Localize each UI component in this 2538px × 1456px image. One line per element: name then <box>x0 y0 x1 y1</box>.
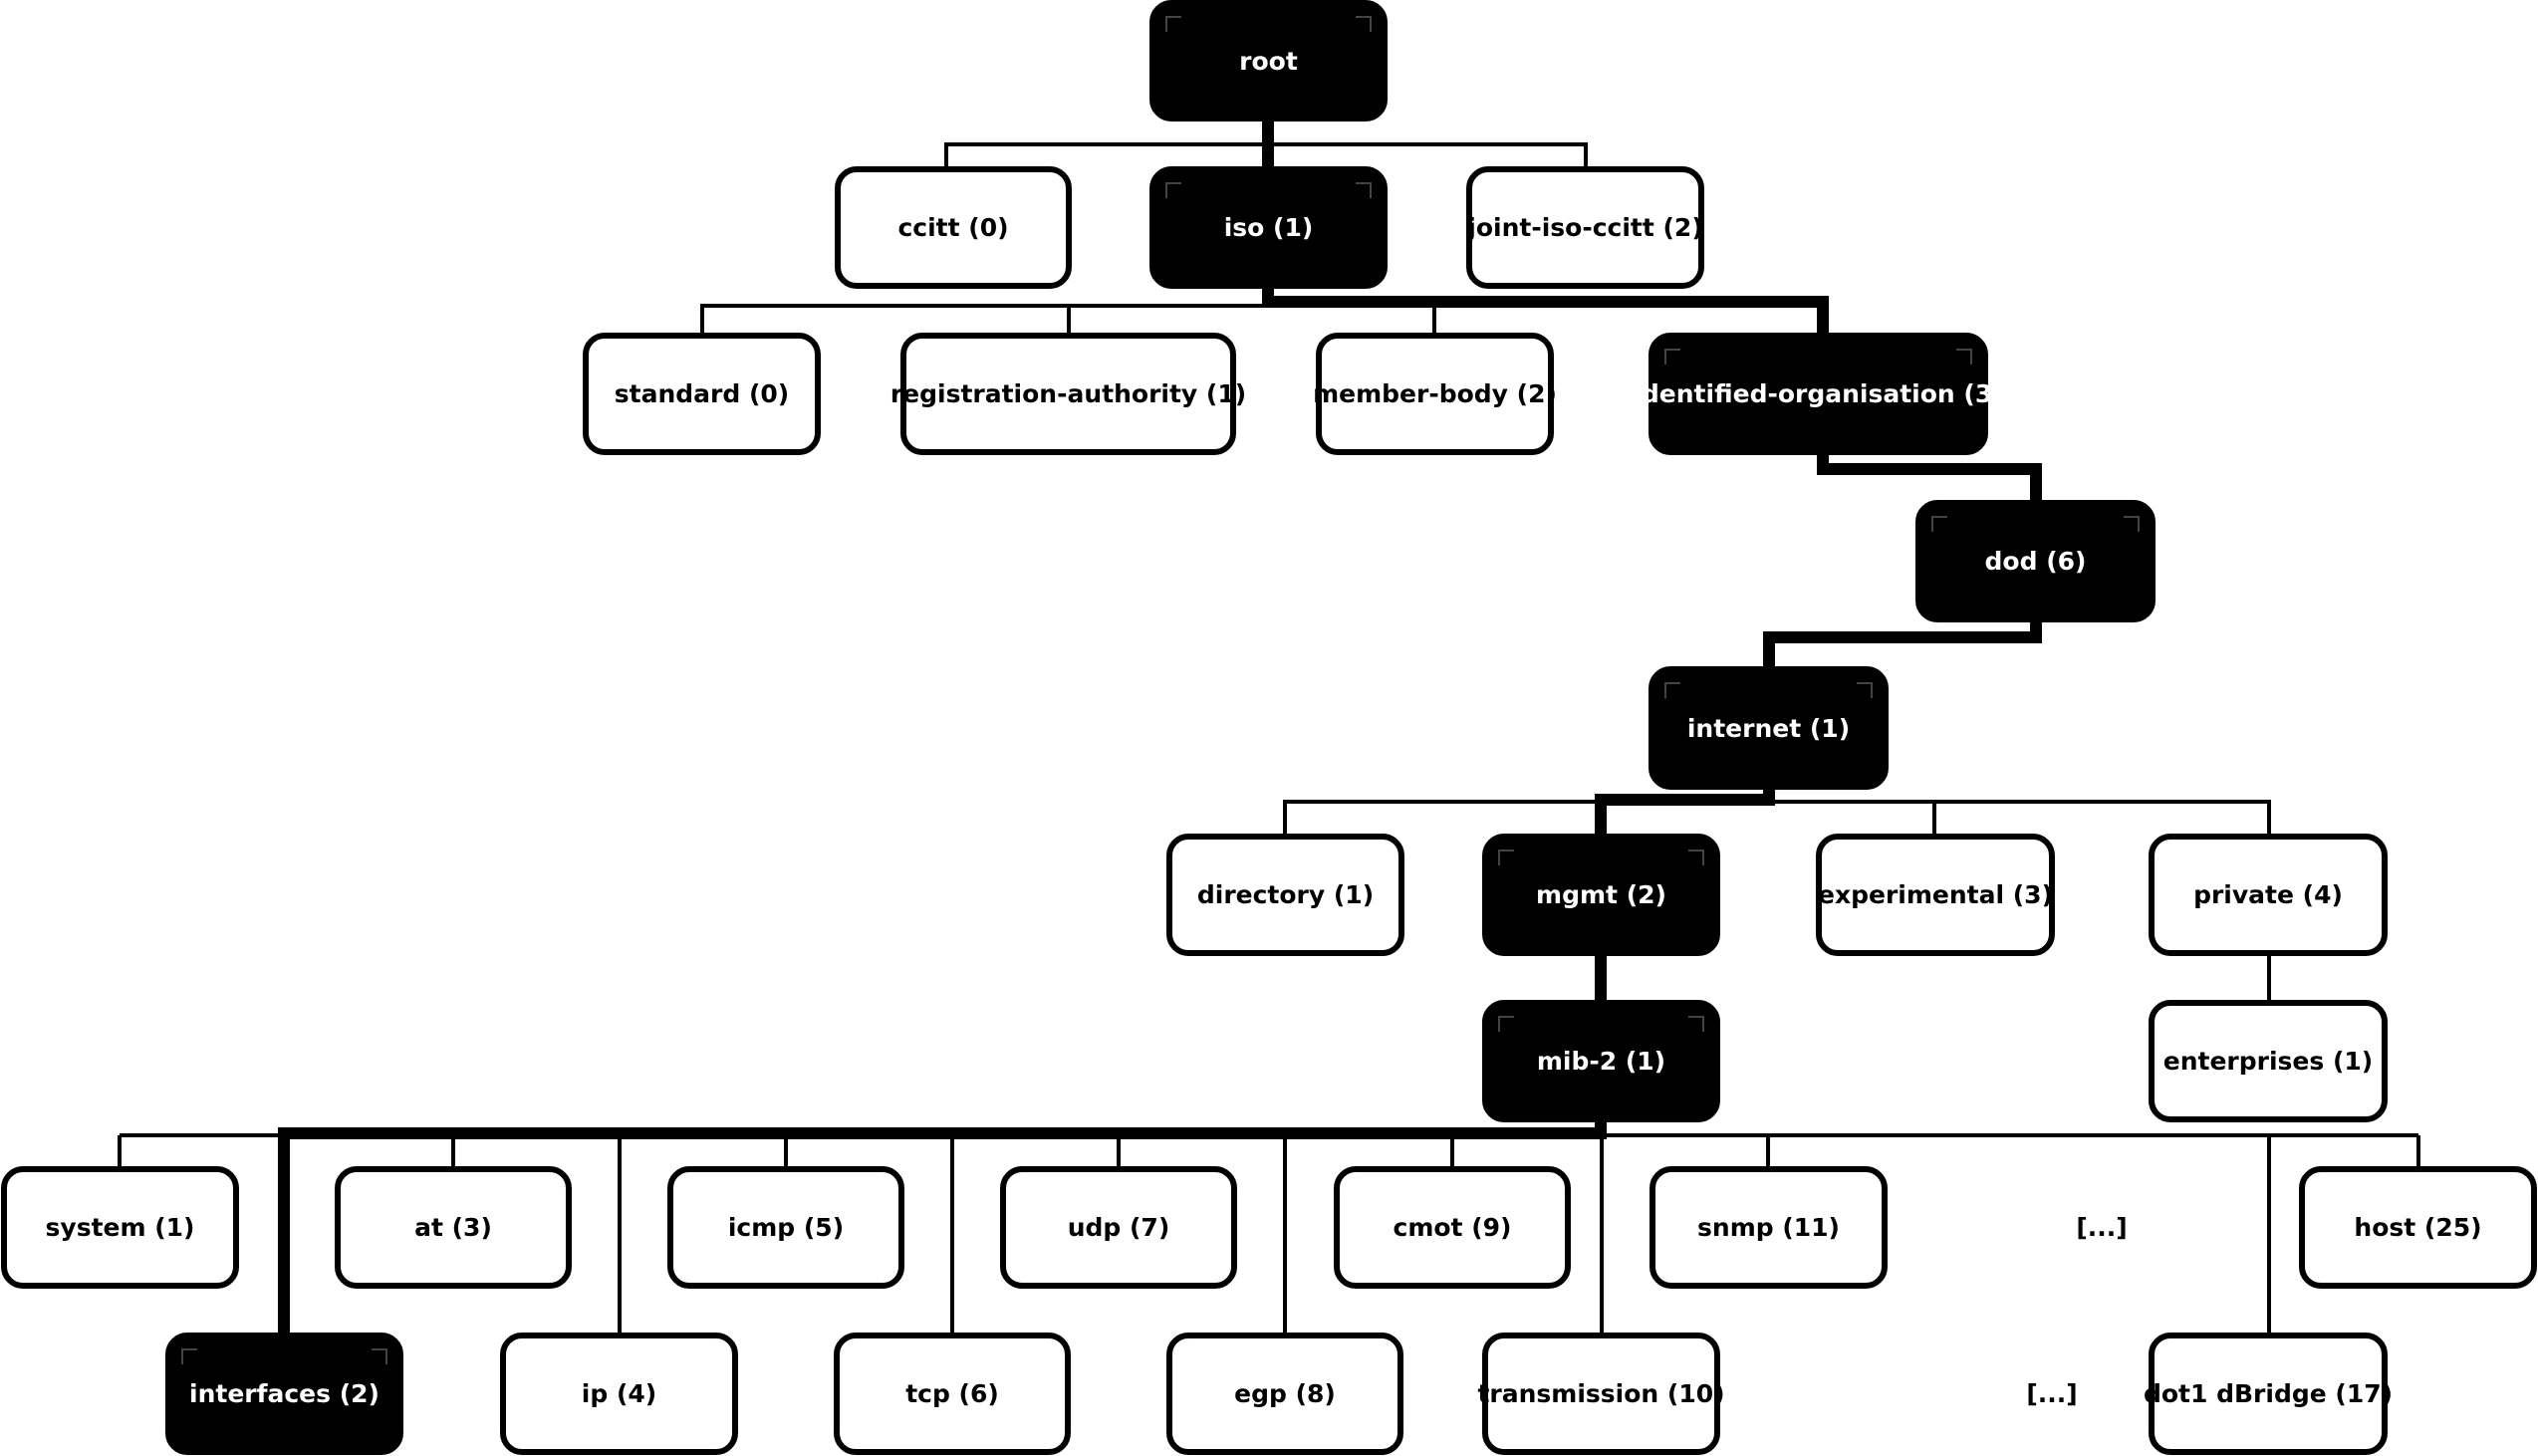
node-mib-2[interactable]: mib-2 (1) <box>1482 1000 1720 1122</box>
node-icmp[interactable]: icmp (5) <box>667 1166 904 1289</box>
node-at[interactable]: at (3) <box>335 1166 572 1289</box>
node-identified-organisation[interactable]: identified-organisation (3) <box>1633 333 2004 455</box>
node-interfaces[interactable]: interfaces (2) <box>165 1333 403 1455</box>
node-ip[interactable]: ip (4) <box>500 1333 738 1455</box>
path-mib2-interfaces <box>278 1113 1607 1339</box>
node-private[interactable]: private (4) <box>2149 834 2388 956</box>
edge-root-ccitt <box>944 142 1268 169</box>
node-internet[interactable]: internet (1) <box>1649 666 1889 790</box>
edge-iso-standard <box>700 304 1268 336</box>
node-joint-iso-ccitt[interactable]: joint-iso-ccitt (2) <box>1466 166 1704 289</box>
edge-internet-experimental <box>1599 800 2271 837</box>
path-identified-organisation-dod <box>1817 448 2042 505</box>
node-egp[interactable]: egp (8) <box>1166 1333 1403 1455</box>
node-snmp[interactable]: snmp (11) <box>1650 1166 1888 1289</box>
edge-internet-directory <box>1283 800 1599 837</box>
node-system[interactable]: system (1) <box>1 1166 239 1289</box>
node-dot1-dbridge[interactable]: dot1 dBridge (17) <box>2144 1333 2393 1455</box>
node-transmission[interactable]: transmission (10) <box>1477 1333 1725 1455</box>
ellipsis-lower: [...] <box>2026 1379 2078 1408</box>
node-ccitt[interactable]: ccitt (0) <box>835 166 1072 289</box>
path-internet-mgmt <box>1595 782 1775 842</box>
node-mgmt[interactable]: mgmt (2) <box>1482 834 1720 956</box>
node-enterprises[interactable]: enterprises (1) <box>2149 1000 2388 1122</box>
node-root[interactable]: root <box>1149 0 1388 121</box>
node-experimental[interactable]: experimental (3) <box>1816 834 2055 956</box>
node-directory[interactable]: directory (1) <box>1166 834 1404 956</box>
node-standard[interactable]: standard (0) <box>583 333 821 455</box>
edge-root-joint-iso-ccitt <box>1268 142 1588 169</box>
node-host[interactable]: host (25) <box>2299 1166 2537 1289</box>
node-udp[interactable]: udp (7) <box>1000 1166 1237 1289</box>
node-registration-authority[interactable]: registration-authority (1) <box>890 333 1246 455</box>
node-iso[interactable]: iso (1) <box>1149 166 1388 289</box>
node-cmot[interactable]: cmot (9) <box>1334 1166 1571 1289</box>
node-dod[interactable]: dod (6) <box>1915 500 2156 622</box>
path-iso-identified-organisation <box>1262 279 1829 339</box>
ellipsis-upper: [...] <box>2076 1213 2128 1242</box>
node-member-body[interactable]: member-body (2) <box>1313 333 1557 455</box>
path-dod-internet <box>1763 614 2042 673</box>
node-tcp[interactable]: tcp (6) <box>834 1333 1071 1455</box>
